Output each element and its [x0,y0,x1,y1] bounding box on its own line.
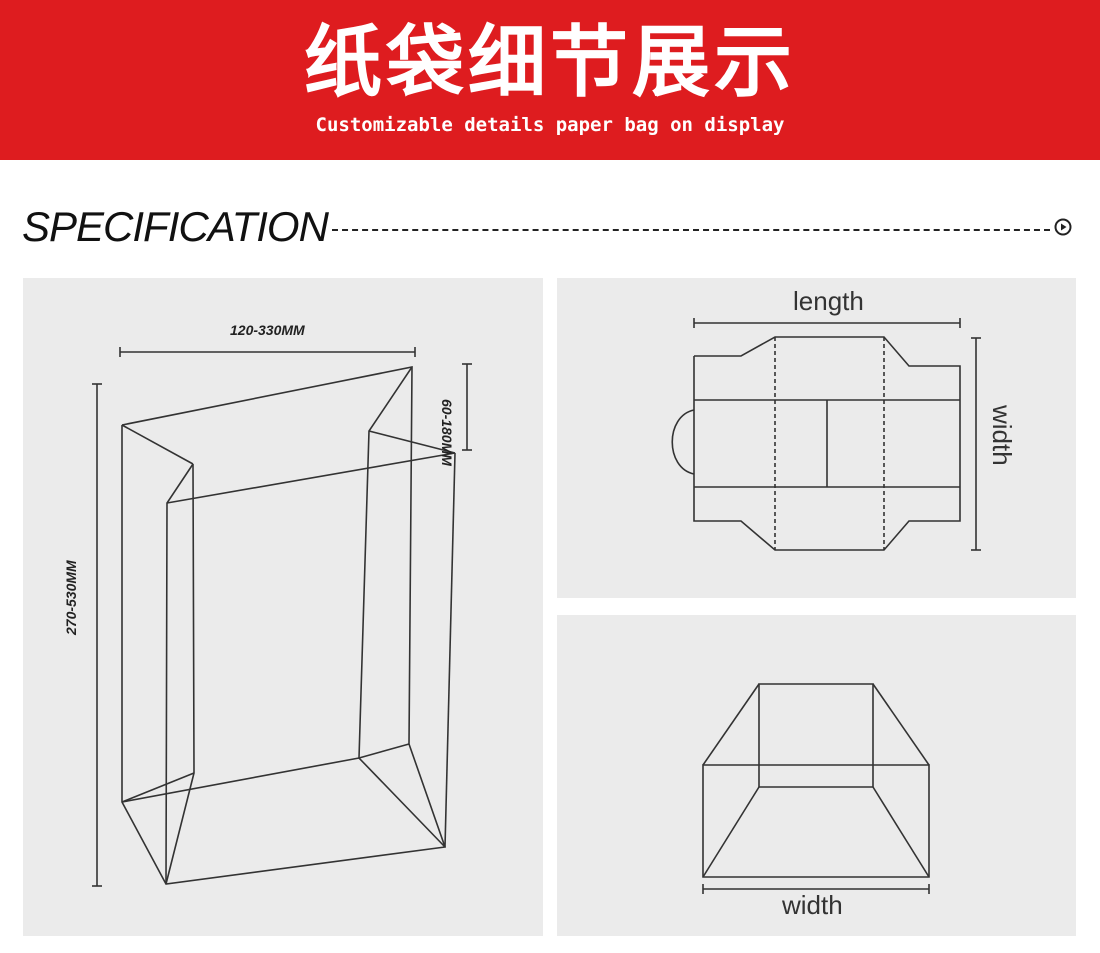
bottom-view-panel: width [557,615,1076,936]
specification-heading: SPECIFICATION [22,203,329,250]
banner-title: 纸袋细节展示 [303,17,796,108]
bottom-view-diagram [702,683,930,894]
dashed-divider [332,229,1050,231]
play-circle-icon [1054,218,1072,236]
bag-3d-panel: 120-330MM 60-180MM 270-530MM [23,278,543,936]
width-label-vertical: width [987,405,1017,466]
height-range-label: 270-530MM [63,560,79,635]
banner-subtitle: Customizable details paper bag on displa… [315,114,785,136]
flat-layout-diagram [671,318,981,551]
width-range-label: 120-330MM [230,322,305,338]
bag-3d-wireframe [92,347,472,887]
length-label: length [793,286,864,316]
flat-layout-panel: length width [557,278,1076,598]
header-banner: 纸袋细节展示 Customizable details paper bag on… [0,0,1100,160]
width-label-horizontal: width [782,890,843,920]
depth-range-label: 60-180MM [439,399,455,466]
